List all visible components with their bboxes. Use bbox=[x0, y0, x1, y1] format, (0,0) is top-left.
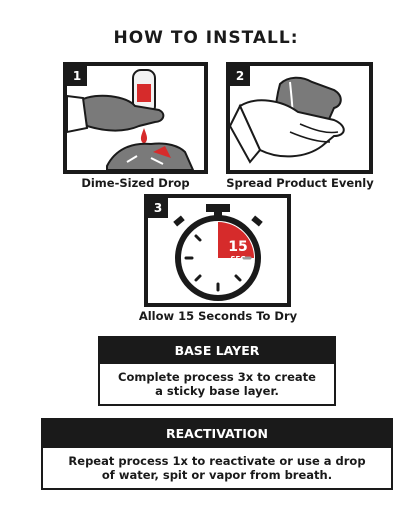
base-layer-line-1: Complete process 3x to create bbox=[118, 370, 316, 384]
base-layer-text: Complete process 3x to create a sticky b… bbox=[100, 364, 334, 398]
step-number: 2 bbox=[230, 66, 250, 86]
stopwatch-icon bbox=[173, 204, 263, 301]
step-1-caption: Dime-Sized Drop bbox=[81, 176, 190, 190]
step-number: 1 bbox=[67, 66, 87, 86]
glove-drop-icon bbox=[67, 69, 195, 170]
reactivation-text: Repeat process 1x to reactivate or use a… bbox=[43, 448, 391, 482]
step-number: 3 bbox=[148, 198, 168, 218]
timer-label: 15 bbox=[228, 239, 248, 255]
reactivation-heading: REACTIVATION bbox=[43, 420, 391, 448]
reactivation-box: REACTIVATION Repeat process 1x to reacti… bbox=[41, 418, 393, 490]
step-3-caption: Allow 15 Seconds To Dry bbox=[138, 309, 298, 323]
base-layer-heading: BASE LAYER bbox=[100, 338, 334, 364]
base-layer-line-2: a sticky base layer. bbox=[155, 384, 279, 398]
step-2-caption: Spread Product Evenly bbox=[226, 176, 374, 190]
step-1-panel: 1 bbox=[63, 62, 208, 174]
step-2-panel: 2 bbox=[226, 62, 373, 174]
page-title: HOW TO INSTALL: bbox=[113, 28, 299, 48]
glove-spread-icon bbox=[230, 76, 345, 164]
reactivation-line-2: of water, spit or vapor from breath. bbox=[101, 468, 333, 482]
reactivation-line-1: Repeat process 1x to reactivate or use a… bbox=[68, 454, 366, 468]
base-layer-box: BASE LAYER Complete process 3x to create… bbox=[98, 336, 336, 406]
timer-unit: SEC bbox=[230, 255, 246, 263]
step-3-panel: 3 15 SEC bbox=[144, 194, 291, 307]
